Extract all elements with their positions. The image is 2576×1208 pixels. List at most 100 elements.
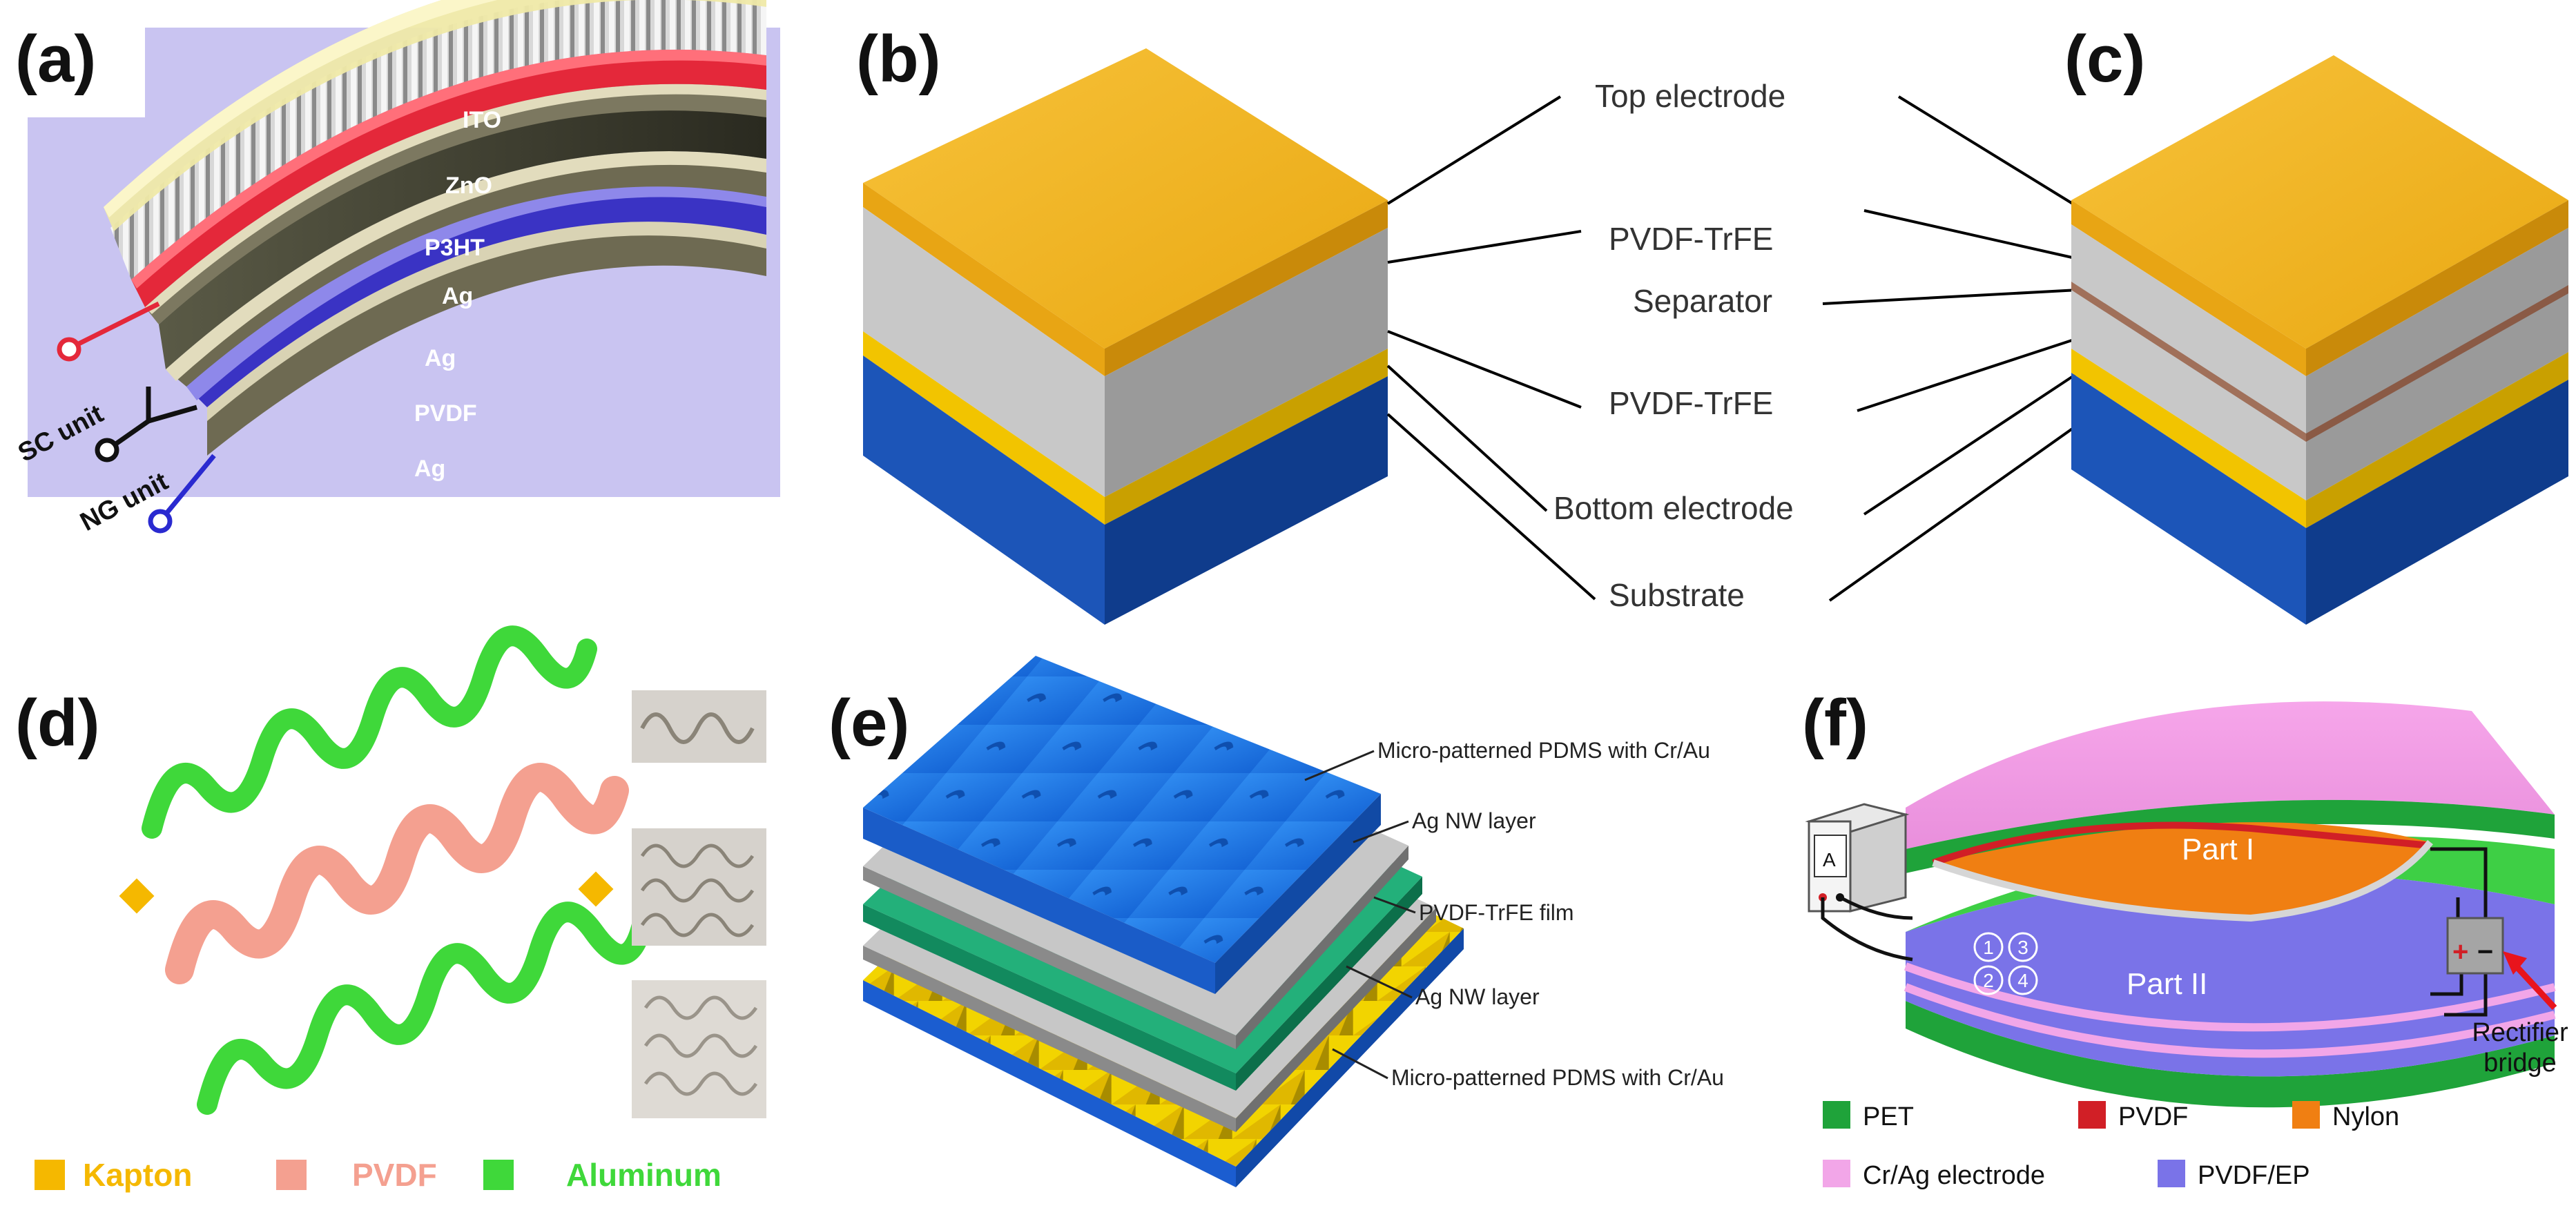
label-part-ii: Part II bbox=[2127, 967, 2207, 1001]
part1-green-layer bbox=[1906, 799, 2555, 873]
cube-b-substrate-front bbox=[863, 355, 1105, 625]
panel-a: (a) ITO ZnO P3HT Ag Ag PVDF Ag bbox=[0, 0, 780, 537]
kapton-right bbox=[578, 871, 614, 907]
leader-e-1 bbox=[1304, 750, 1375, 781]
panel-e-labels: Micro-patterned PDMS with Cr/Au Ag NW la… bbox=[1377, 738, 1724, 1090]
legend-crag-swatch bbox=[1823, 1160, 1850, 1187]
aluminum-serpentine-top bbox=[142, 625, 597, 839]
layer-p3ht-edge bbox=[131, 49, 766, 289]
kapton-left bbox=[119, 878, 155, 914]
cube-b-gray-front bbox=[863, 207, 1105, 497]
layer-ag-3-edge bbox=[166, 150, 766, 381]
panel-a-wires bbox=[57, 301, 216, 534]
cube-c-top bbox=[2071, 55, 2568, 349]
rectifier-minus: − bbox=[2477, 937, 2493, 967]
legend-pvdf-label: PVDF bbox=[352, 1157, 437, 1193]
legend-nylon-label: Nylon bbox=[2332, 1102, 2399, 1131]
leader-pvdf-2-b bbox=[1387, 330, 1582, 409]
e-top-pdms-top bbox=[863, 656, 1381, 963]
leader-bottom-c bbox=[1863, 371, 2080, 516]
thumbnail-2-wave bbox=[640, 844, 755, 937]
cube-b bbox=[863, 48, 1388, 625]
e-agnw-upper-side-right bbox=[1236, 846, 1408, 1049]
cube-b-top-electrode-side bbox=[1105, 200, 1388, 376]
e-pvdf-film-side-right bbox=[1236, 877, 1422, 1091]
circle-1 bbox=[1973, 932, 2004, 962]
part2-body bbox=[1906, 872, 2555, 1077]
thumbnail-3-wave bbox=[643, 995, 758, 1096]
panel-e-letter: (e) bbox=[829, 686, 909, 760]
legend-pet-swatch bbox=[1823, 1101, 1850, 1129]
cube-c bbox=[2071, 55, 2568, 625]
ammeter-side bbox=[1849, 812, 1907, 913]
cube-b-substrate-side bbox=[1105, 376, 1388, 625]
legend-pet-label: PET bbox=[1863, 1102, 1914, 1131]
legend-pvdf-swatch-f bbox=[2078, 1101, 2106, 1129]
leader-e-2 bbox=[1353, 820, 1409, 844]
label-ito: ITO bbox=[463, 107, 501, 133]
label-rectifier-line-1: Rectifier bbox=[2472, 1018, 2568, 1047]
cube-b-bottom-electrode-side bbox=[1105, 349, 1388, 525]
circle-4-label: 4 bbox=[2017, 970, 2028, 991]
rectifier-plus: + bbox=[2452, 937, 2468, 967]
legend-nylon-swatch bbox=[2292, 1101, 2320, 1129]
circle-3 bbox=[2008, 932, 2038, 962]
aluminum-serpentine-bottom bbox=[197, 902, 652, 1115]
layer-zno bbox=[110, 0, 766, 280]
label-top-electrode: Top electrode bbox=[1595, 78, 1785, 114]
e-agnw-lower-side-right bbox=[1236, 908, 1436, 1132]
panel-f-letter: (f) bbox=[1802, 686, 1868, 760]
part2-electrode-stripe-1 bbox=[1904, 962, 2556, 1032]
label-ag-1: Ag bbox=[442, 283, 473, 309]
panel-d: (d) Kapton PVDF Aluminum bbox=[15, 625, 766, 1193]
leader-top-electrode-c bbox=[1897, 95, 2080, 208]
thumbnail-1-wave bbox=[640, 712, 755, 744]
terminal-red bbox=[57, 337, 81, 362]
label-e-pvdf-film: PVDF-TrFE film bbox=[1419, 900, 1574, 925]
panel-b: (b) bbox=[856, 22, 1388, 625]
label-part-i: Part I bbox=[2182, 832, 2254, 866]
rectifier-box bbox=[2446, 917, 2504, 975]
leader-bottom-b bbox=[1386, 364, 1548, 512]
panel-d-legend: Kapton PVDF Aluminum bbox=[35, 1157, 722, 1193]
legend-aluminum-label: Aluminum bbox=[566, 1157, 722, 1193]
cube-b-bottom-electrode-front bbox=[863, 331, 1105, 525]
circle-4 bbox=[2008, 965, 2038, 995]
part1-bottom-rim bbox=[1932, 839, 2433, 922]
label-p3ht: P3HT bbox=[425, 235, 485, 261]
label-e-agnw-2: Ag NW layer bbox=[1415, 984, 1540, 1009]
wire-blue bbox=[164, 454, 216, 516]
wire-black-2 bbox=[148, 405, 197, 424]
label-pvdf: PVDF bbox=[414, 400, 477, 427]
label-e-bottom-pdms: Micro-patterned PDMS with Cr/Au bbox=[1391, 1065, 1724, 1090]
ammeter-label: A bbox=[1823, 849, 1836, 870]
rectifier-bridge: + − bbox=[2446, 917, 2504, 975]
cube-b-top bbox=[863, 48, 1388, 349]
cube-c-top-electrode-side bbox=[2306, 200, 2568, 376]
layer-p3ht bbox=[131, 49, 766, 307]
cube-c-substrate-side bbox=[2306, 380, 2568, 625]
layer-ag-2 bbox=[145, 84, 766, 324]
circle-2-label: 2 bbox=[1983, 970, 1994, 991]
panel-f: (f) Part II 1 3 2 4 Part I bbox=[1802, 686, 2568, 1190]
legend-aluminum-swatch bbox=[483, 1160, 514, 1190]
leader-separator-c bbox=[1822, 289, 2079, 305]
ammeter: A bbox=[1805, 803, 1910, 913]
panel-e: (e) Micro-patterned PDMS with Cr/Au Ag N… bbox=[829, 656, 1724, 1187]
leader-substrate-b bbox=[1386, 413, 1596, 601]
panel-f-legend: PET PVDF Nylon Cr/Ag electrode PVDF/EP bbox=[1823, 1101, 2399, 1190]
label-separator: Separator bbox=[1633, 283, 1772, 319]
cube-c-bottom-electrode-side bbox=[2306, 352, 2568, 528]
region-circles bbox=[1973, 932, 2038, 995]
label-bottom-electrode: Bottom electrode bbox=[1553, 490, 1794, 526]
terminal-black bbox=[95, 438, 119, 462]
leader-e-4 bbox=[1346, 965, 1413, 999]
wire-f-5 bbox=[2444, 973, 2488, 1017]
part1-pink-cap bbox=[1906, 701, 2555, 849]
panel-a-letter: (a) bbox=[15, 22, 96, 96]
leader-e-3 bbox=[1373, 896, 1416, 914]
panel-c: (c) bbox=[2064, 22, 2568, 625]
pvdf-serpentine bbox=[165, 763, 629, 984]
part2-electrode-stripe-2 bbox=[1904, 983, 2556, 1058]
wire-f-2 bbox=[1839, 895, 1913, 920]
